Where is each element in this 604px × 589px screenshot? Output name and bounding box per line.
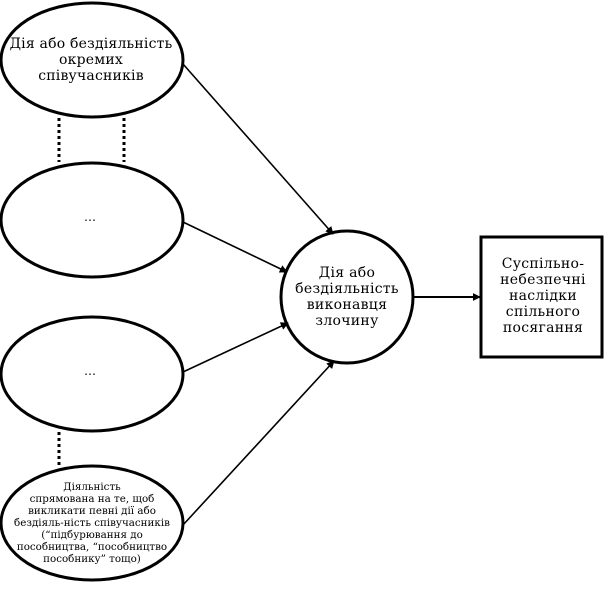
arrow-a-to-center xyxy=(182,63,334,235)
center-line: бездіяльність xyxy=(295,280,399,297)
ellipse-a-line: окремих xyxy=(59,51,123,68)
center-line: виконавця xyxy=(306,297,388,313)
ellipse-c-ellipsis: … xyxy=(84,364,96,379)
center-line: злочину xyxy=(315,313,379,330)
arrow-c-to-center xyxy=(182,322,289,373)
ellipse-a-line: Дія або бездіяльність xyxy=(9,35,173,52)
ellipse-a-shape xyxy=(0,1,185,119)
ellipse-a-line: співучасників xyxy=(38,68,144,85)
result-box-shape xyxy=(479,235,604,359)
result-line: спільного xyxy=(505,304,581,321)
ellipse-d-line: Діяльність xyxy=(63,480,121,493)
result-label: Суспільно- небезпечні наслідки спільного… xyxy=(483,238,603,354)
result-line: небезпечні xyxy=(500,271,586,288)
ellipse-a-label: Дія або бездіяльність окремих співучасни… xyxy=(6,24,176,96)
ellipse-d-line: спрямована на те, щоб xyxy=(29,492,155,505)
ellipse-c-label: … xyxy=(40,362,140,382)
result-line: наслідки xyxy=(509,287,577,304)
center-line: Дія або xyxy=(318,264,376,281)
result-line: посягання xyxy=(502,320,584,337)
ellipse-d-line: бездіяль-ність співучасників xyxy=(14,516,170,529)
ellipse-c-shape xyxy=(0,315,185,433)
ellipse-d-line: пособнику” тощо) xyxy=(43,553,141,566)
ellipse-d-line: пособництва, “пособництво xyxy=(16,541,168,554)
center-label: Дія або бездіяльність виконавця злочину xyxy=(282,252,412,342)
arrow-b-to-center xyxy=(182,221,288,273)
center-circle-shape xyxy=(279,229,415,365)
ellipse-b-label: … xyxy=(40,208,140,228)
ellipse-d-line: (“підбурювання до xyxy=(41,529,143,542)
result-line: Суспільно- xyxy=(501,255,585,272)
ellipse-b-shape xyxy=(0,161,185,279)
ellipse-b-ellipsis: … xyxy=(84,210,96,225)
ellipse-d-line: викликати певні дії або xyxy=(28,504,156,517)
ellipse-d-shape xyxy=(0,464,185,582)
arrow-d-to-center xyxy=(182,360,335,526)
ellipse-d-label: Діяльність спрямована на те, щоб виклика… xyxy=(8,467,176,579)
